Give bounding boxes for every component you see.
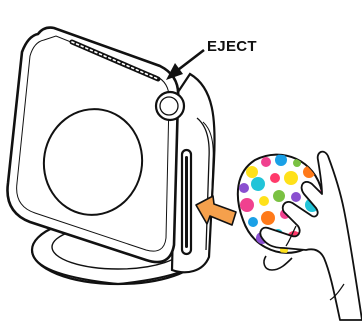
- eject-callout-label: EJECT: [207, 39, 257, 54]
- callout-arrow: [166, 50, 204, 80]
- disc-slot: [182, 150, 191, 254]
- eject-button-icon: [156, 92, 184, 120]
- device-front-face: [7, 28, 178, 262]
